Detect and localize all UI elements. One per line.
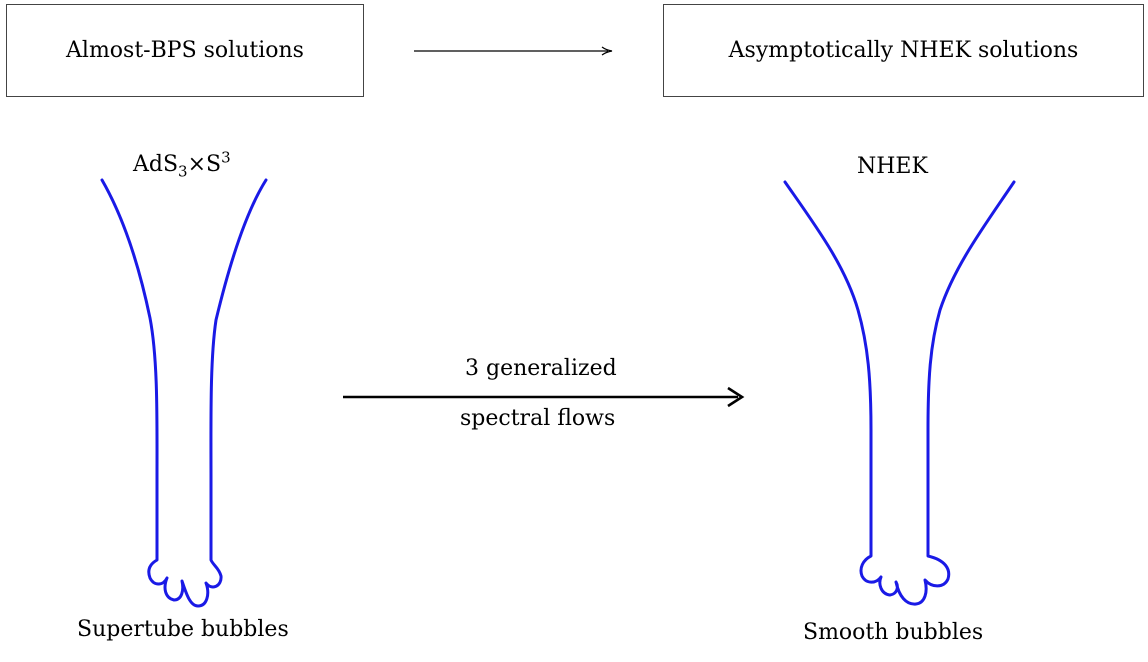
smooth-bubbles-label: Smooth bubbles — [803, 620, 984, 645]
flow-label-line2: spectral flows — [460, 406, 616, 431]
right-throat-curve — [783, 180, 1016, 606]
spectral-flow-arrow — [343, 386, 745, 408]
left-throat-curve — [100, 178, 268, 608]
supertube-bubbles-label: Supertube bubbles — [77, 617, 289, 642]
nhek-label: NHEK — [857, 154, 928, 179]
ads3-s3-label: AdS3×S3 — [133, 148, 231, 181]
asymptotically-nhek-label: Asymptotically NHEK solutions — [728, 38, 1079, 63]
asymptotically-nhek-box: Asymptotically NHEK solutions — [663, 4, 1144, 97]
almost-bps-box: Almost-BPS solutions — [6, 4, 364, 97]
top-thin-arrow — [414, 46, 613, 56]
almost-bps-label: Almost-BPS solutions — [66, 38, 304, 63]
flow-label-line1: 3 generalized — [465, 356, 617, 381]
